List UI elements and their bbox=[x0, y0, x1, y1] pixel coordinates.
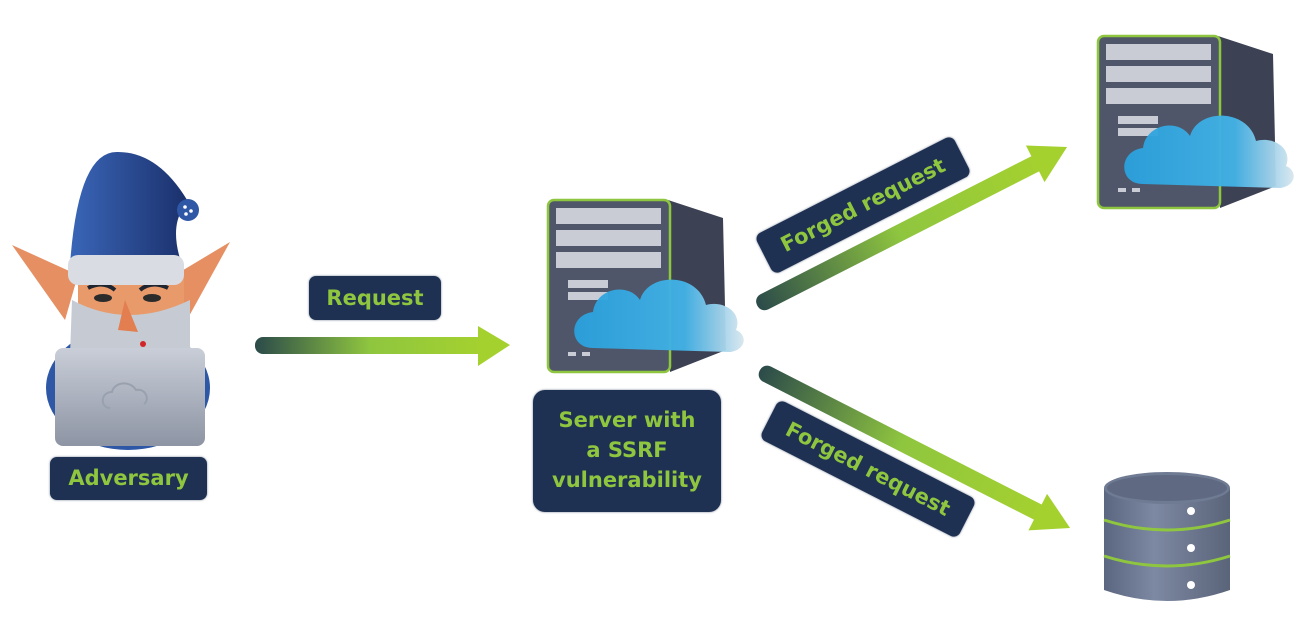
vulnerable-server-label-line: vulnerability bbox=[552, 468, 702, 492]
database-icon bbox=[1103, 472, 1231, 601]
vulnerable-server-icon bbox=[546, 198, 745, 374]
request-arrow bbox=[255, 326, 510, 366]
adversary-label: Adversary bbox=[50, 457, 207, 500]
vulnerable-server-label: Server with a SSRF vulnerability bbox=[533, 390, 721, 512]
internal-server-icon bbox=[1096, 34, 1295, 210]
vulnerable-server-label-line: Server with bbox=[558, 408, 696, 432]
forged-request-arrow-up bbox=[756, 145, 1068, 311]
hacker-elf-with-laptop-icon bbox=[12, 151, 230, 450]
request-label: Request bbox=[309, 276, 441, 320]
forged-request-arrow-down bbox=[758, 365, 1071, 531]
vulnerable-server-label-line: a SSRF bbox=[586, 438, 668, 462]
